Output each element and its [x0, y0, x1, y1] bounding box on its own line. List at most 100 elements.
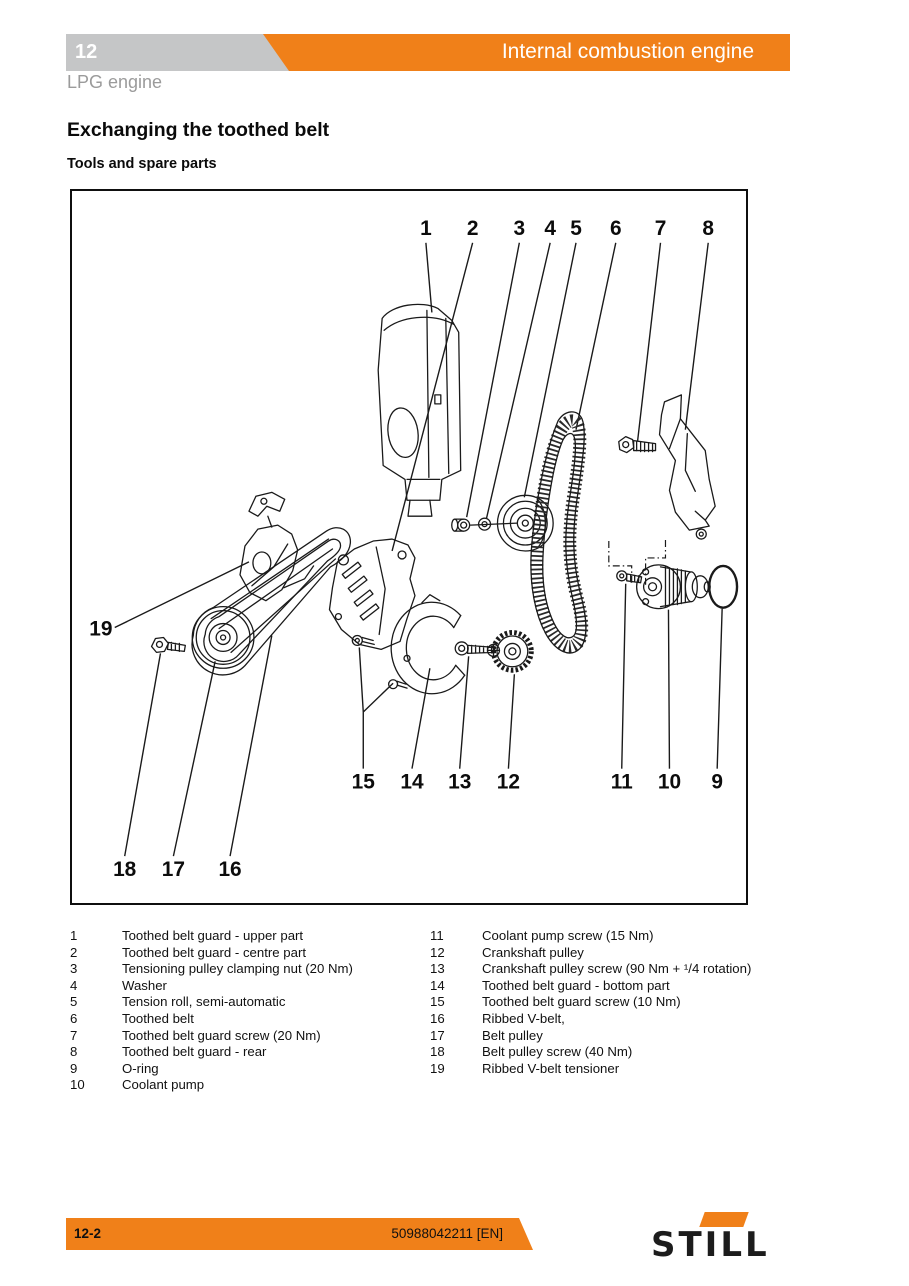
part-number: 13: [430, 961, 445, 977]
callout-8: 8: [702, 217, 714, 240]
list-item: 19 Ribbed V-belt tensioner: [430, 1061, 760, 1078]
part-bottom-belt-guard: [390, 594, 466, 695]
chapter-number: 12: [75, 41, 98, 63]
header-bar: 12 Internal combustion engine: [66, 34, 790, 71]
footer-bar: 12-2 50988042211 [EN]: [66, 1218, 533, 1250]
part-number: 5: [70, 994, 78, 1010]
part-guard-screw-20nm: [618, 436, 657, 454]
part-clamping-nut: [451, 518, 471, 532]
exploded-view-figure: 1 2 3 4 5 6 7 8 9 10 11 12 13 14 15 16 1…: [70, 189, 748, 905]
part-label: Toothed belt guard screw (20 Nm): [122, 1027, 321, 1043]
part-label: Toothed belt guard - centre part: [122, 944, 307, 960]
callout-numbers: 1 2 3 4 5 6 7 8 9 10 11 12 13 14 15 16 1…: [89, 217, 723, 881]
callout-7: 7: [655, 217, 667, 240]
header-chapter-tab: 12: [66, 34, 289, 71]
part-label: Toothed belt guard - upper part: [122, 928, 304, 943]
callout-5: 5: [570, 217, 582, 240]
part-number: 12: [430, 944, 445, 960]
callout-1: 1: [420, 217, 432, 240]
callout-6: 6: [610, 217, 622, 240]
callout-14: 14: [400, 771, 424, 794]
part-belt-pulley-screw: [150, 636, 186, 654]
part-label: Toothed belt guard - rear: [122, 1044, 267, 1060]
page-title: Exchanging the toothed belt: [67, 119, 330, 141]
part-number: 7: [70, 1027, 78, 1043]
list-item: 18 Belt pulley screw (40 Nm): [430, 1044, 760, 1061]
list-item: 17 Belt pulley: [430, 1028, 760, 1045]
part-guard-screws-10nm: [351, 634, 408, 690]
list-item: 2 Toothed belt guard - centre part: [70, 945, 420, 962]
part-number: 16: [430, 1010, 445, 1026]
list-item: 11 Coolant pump screw (15 Nm): [430, 928, 760, 945]
part-label: Tensioning pulley clamping nut (20 Nm): [122, 961, 353, 977]
part-number: 3: [70, 961, 78, 977]
part-number: 17: [430, 1027, 445, 1043]
part-label: Toothed belt guard - bottom part: [482, 977, 670, 993]
callout-16: 16: [218, 858, 241, 881]
callout-11: 11: [611, 771, 633, 794]
callout-13: 13: [448, 771, 471, 794]
part-label: Coolant pump screw (15 Nm): [482, 928, 654, 943]
part-pump-screw: [616, 570, 643, 584]
list-item: 14 Toothed belt guard - bottom part: [430, 978, 760, 995]
still-logo: STILL: [650, 1208, 795, 1268]
list-item: 1 Toothed belt guard - upper part: [70, 928, 420, 945]
part-coolant-pump: [636, 564, 711, 610]
part-label: Ribbed V-belt,: [482, 1010, 565, 1026]
callout-4: 4: [544, 217, 556, 240]
part-o-ring: [708, 564, 739, 609]
part-number: 8: [70, 1044, 78, 1060]
part-number: 14: [430, 977, 445, 993]
list-item: 5 Tension roll, semi-automatic: [70, 994, 420, 1011]
part-label: Tension roll, semi-automatic: [122, 994, 286, 1010]
part-crankshaft-pulley-screw: [454, 641, 496, 656]
assembly-axis-lines: [608, 540, 667, 586]
callout-15: 15: [352, 771, 376, 794]
part-number: 2: [70, 944, 78, 960]
list-item: 7 Toothed belt guard screw (20 Nm): [70, 1028, 420, 1045]
part-label: Belt pulley: [482, 1027, 543, 1043]
callout-3: 3: [514, 217, 526, 240]
callout-17: 17: [162, 858, 185, 881]
diagram-artwork: 1 2 3 4 5 6 7 8 9 10 11 12 13 14 15 16 1…: [89, 217, 739, 881]
callout-19: 19: [89, 617, 112, 640]
part-number: 11: [430, 928, 444, 943]
page-subtitle: Tools and spare parts: [67, 156, 217, 172]
callout-12: 12: [497, 771, 520, 794]
section-label: LPG engine: [67, 72, 163, 92]
part-number: 19: [430, 1060, 445, 1076]
part-tension-roll: [469, 494, 554, 552]
part-number: 15: [430, 994, 445, 1010]
leader-lines: [114, 242, 723, 857]
part-ribbed-vbelt: [191, 527, 351, 676]
chapter-title: Internal combustion engine: [501, 40, 754, 63]
part-label: Ribbed V-belt tensioner: [482, 1060, 620, 1076]
part-number: 10: [70, 1077, 85, 1093]
list-item: 16 Ribbed V-belt,: [430, 1011, 760, 1028]
part-number: 1: [70, 928, 78, 943]
part-label: Belt pulley screw (40 Nm): [482, 1044, 633, 1060]
part-label: Washer: [122, 977, 167, 993]
part-rear-belt-guard: [658, 394, 716, 540]
part-label: Toothed belt: [122, 1010, 194, 1026]
part-number: 6: [70, 1010, 78, 1026]
callout-18: 18: [113, 858, 136, 881]
callout-9: 9: [711, 771, 723, 794]
list-item: 8 Toothed belt guard - rear: [70, 1044, 420, 1061]
part-upper-belt-guard: [377, 303, 462, 517]
footer-page-number: 12-2: [74, 1226, 102, 1241]
callout-2: 2: [467, 217, 479, 240]
callout-10: 10: [658, 771, 681, 794]
list-item: 6 Toothed belt: [70, 1011, 420, 1028]
still-logo-wordmark: STILL: [651, 1225, 770, 1265]
list-item: 3 Tensioning pulley clamping nut (20 Nm): [70, 961, 420, 978]
footer-document-id: 50988042211 [EN]: [391, 1226, 503, 1241]
part-number: 18: [430, 1044, 445, 1060]
